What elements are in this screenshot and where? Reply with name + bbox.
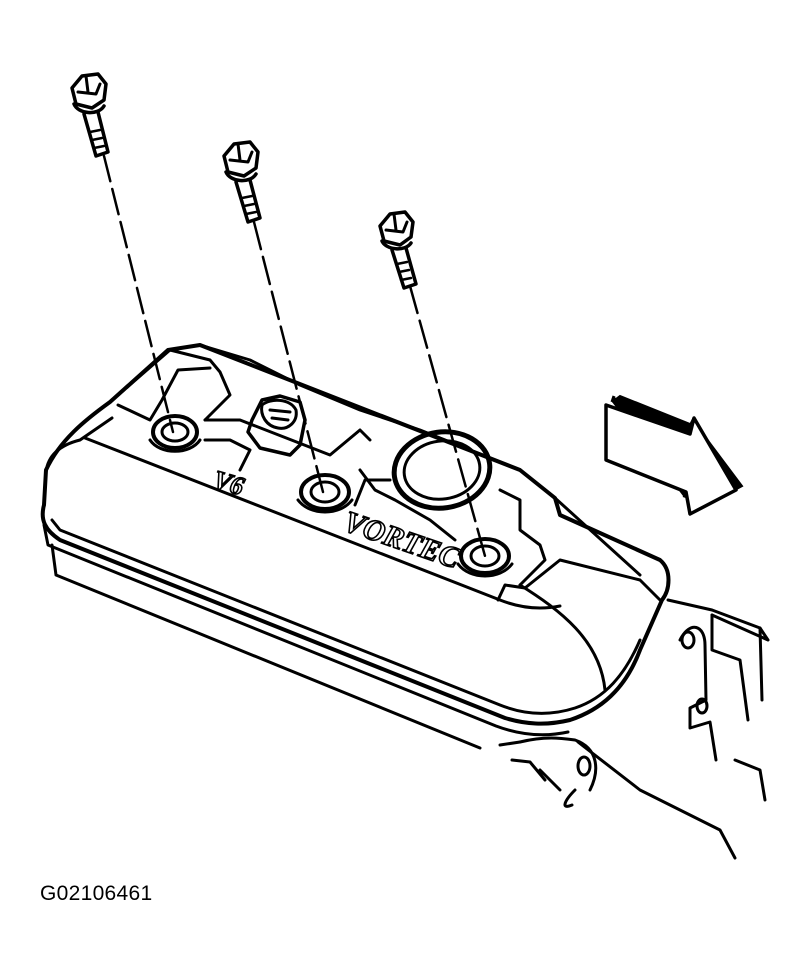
grommet-center xyxy=(296,473,354,514)
grommet-right xyxy=(456,537,514,578)
cover-emblems: V6 VORTEC xyxy=(209,464,465,576)
bolt-right xyxy=(378,210,487,558)
breather-grommet xyxy=(391,429,493,511)
bolt-center xyxy=(222,140,325,494)
bolt-grommets xyxy=(148,414,514,578)
bolt-left xyxy=(70,72,175,434)
valve-cover xyxy=(40,343,671,750)
grommet-left xyxy=(148,414,202,453)
emblem-vortec: VORTEC xyxy=(340,505,465,576)
figure-id-label: G02106461 xyxy=(40,882,153,905)
emblem-v6: V6 xyxy=(210,465,247,501)
oil-fill-cap xyxy=(246,394,307,457)
direction-arrow-icon xyxy=(604,394,744,516)
cylinder-head xyxy=(498,598,770,860)
